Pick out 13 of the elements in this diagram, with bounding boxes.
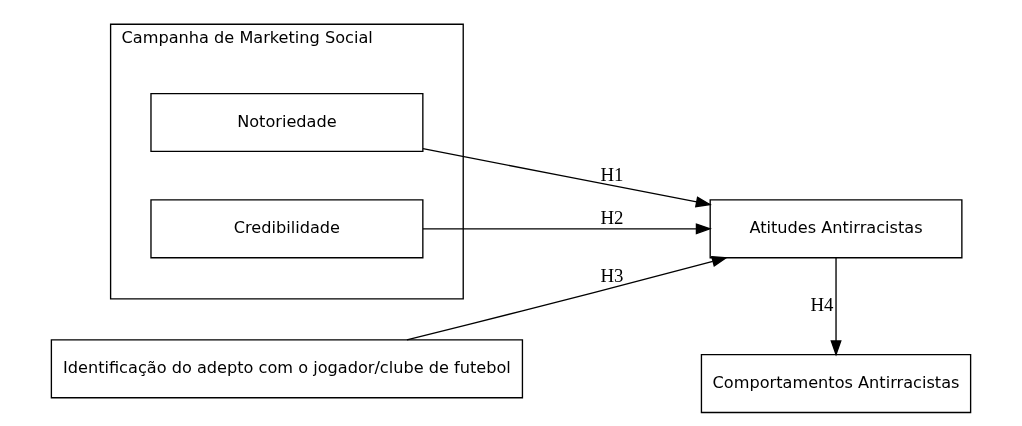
edge-label: H1 (600, 163, 624, 185)
arrow (422, 148, 712, 208)
edge-label: H2 (600, 206, 624, 228)
edge-label: H3 (600, 264, 624, 286)
node-box: Notoriedade (150, 92, 424, 153)
node-box: Credibilidade (150, 199, 424, 259)
node-box: Atitudes Antirracistas (709, 199, 963, 259)
arrow (422, 223, 712, 235)
arrow (406, 255, 728, 341)
edge-label: H4 (810, 294, 834, 316)
node-box: Comportamentos Antirracistas (700, 353, 972, 414)
node-box: Identificação do adepto com o jogador/clube de futebol (50, 339, 524, 399)
arrow (830, 257, 842, 357)
